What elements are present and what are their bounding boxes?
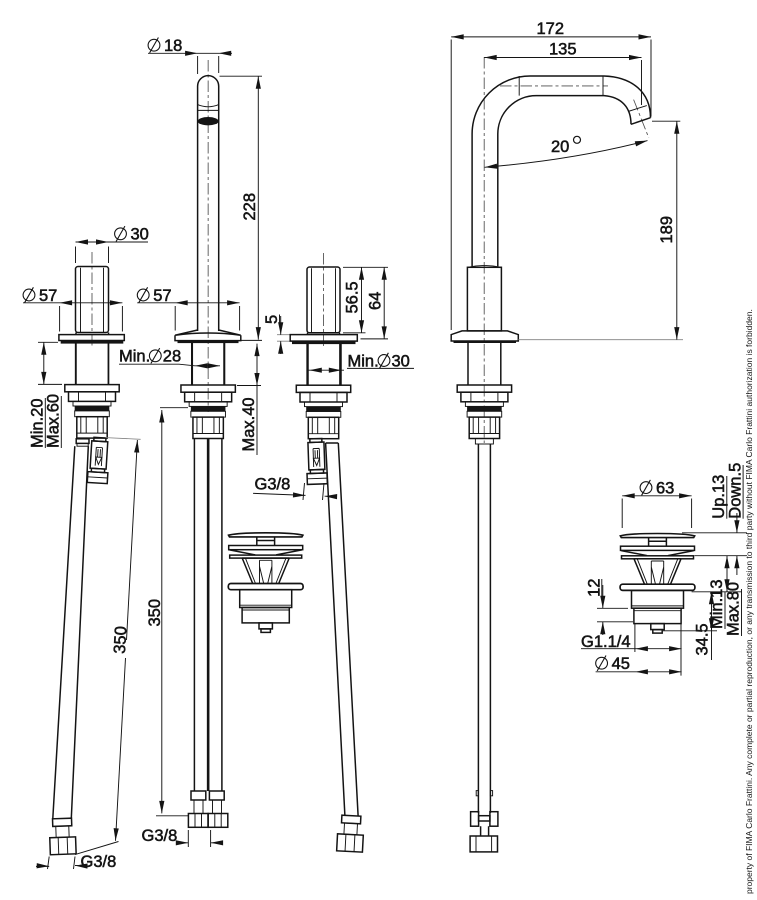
svg-text:57: 57 [153, 287, 171, 305]
svg-text:G3/8: G3/8 [81, 853, 117, 871]
svg-text:12: 12 [586, 579, 604, 597]
svg-text:20: 20 [551, 138, 569, 156]
svg-text:5: 5 [263, 315, 281, 324]
svg-text:172: 172 [537, 20, 565, 38]
svg-text:G3/8: G3/8 [255, 476, 291, 494]
svg-text:Max.40: Max.40 [240, 397, 258, 451]
svg-text:Min.: Min. [348, 352, 379, 370]
svg-text:57: 57 [39, 287, 57, 305]
svg-text:28: 28 [163, 348, 181, 366]
svg-text:350: 350 [146, 599, 164, 627]
svg-text:Min.13: Min.13 [708, 579, 726, 629]
svg-text:G3/8: G3/8 [142, 827, 178, 845]
svg-text:Up.13: Up.13 [710, 475, 728, 519]
svg-text:18: 18 [164, 37, 182, 55]
svg-text:Min.20: Min.20 [29, 398, 47, 448]
svg-text:45: 45 [612, 655, 630, 673]
svg-text:Max.60: Max.60 [45, 394, 63, 448]
svg-text:G1.1/4: G1.1/4 [581, 633, 631, 651]
svg-text:30: 30 [131, 226, 149, 244]
svg-text:63: 63 [656, 479, 674, 497]
svg-text:Down.5: Down.5 [726, 463, 744, 519]
svg-text:228: 228 [241, 193, 259, 221]
svg-text:189: 189 [658, 216, 676, 244]
svg-text:34.5: 34.5 [694, 623, 712, 655]
svg-text:Max.80: Max.80 [725, 582, 743, 636]
svg-text:56.5: 56.5 [344, 281, 362, 313]
svg-text:30: 30 [392, 352, 410, 370]
svg-text:property of FIMA Carlo Frattin: property of FIMA Carlo Frattini. Any com… [744, 309, 754, 894]
svg-text:135: 135 [549, 41, 577, 59]
svg-text:Min.: Min. [119, 348, 150, 366]
svg-text:350: 350 [111, 626, 131, 654]
svg-text:64: 64 [367, 292, 385, 310]
